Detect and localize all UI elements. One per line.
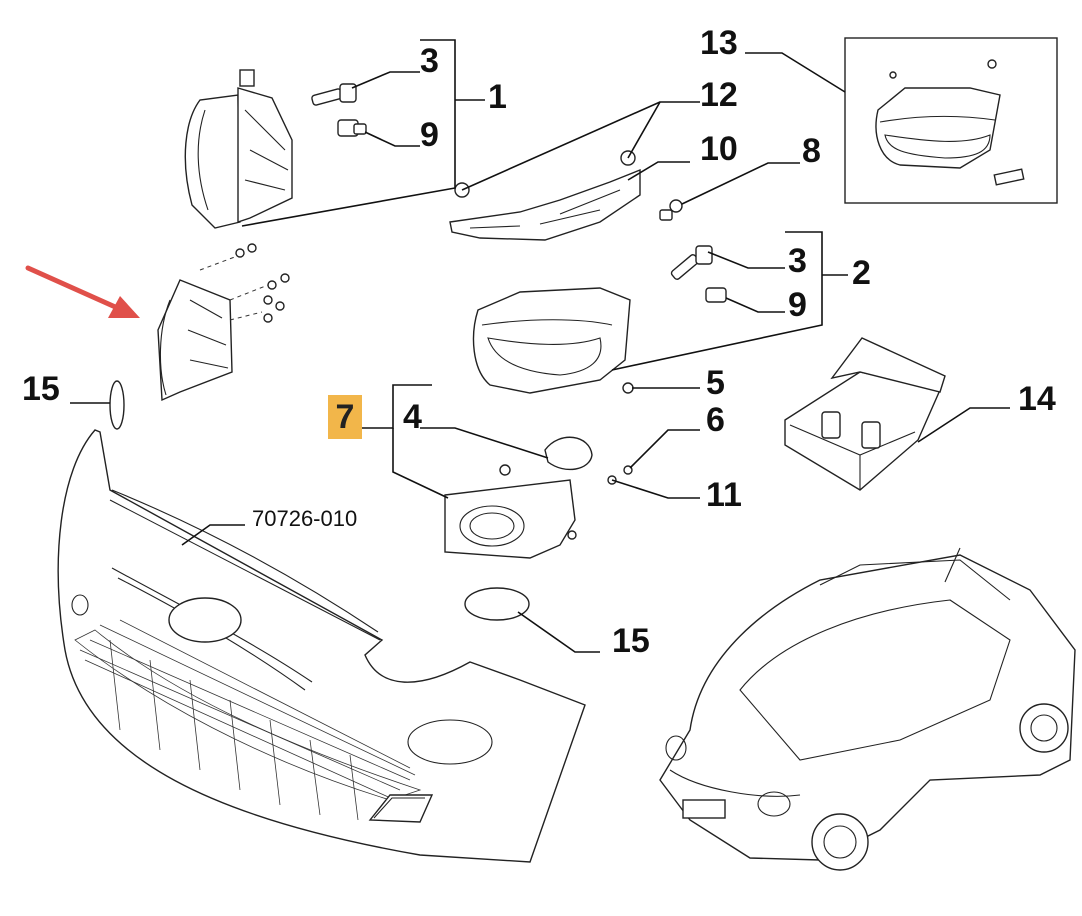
callout-2: 2 bbox=[852, 254, 871, 292]
drl-lamp-assembly bbox=[449, 150, 641, 241]
fog-lamp-assembly bbox=[444, 436, 633, 559]
headlamp-bracket bbox=[157, 243, 290, 402]
callout-1: 1 bbox=[488, 78, 507, 116]
callout-3-right: 3 bbox=[788, 242, 807, 280]
callout-4: 4 bbox=[403, 398, 422, 436]
front-bumper bbox=[57, 429, 586, 863]
bulb-h7-top bbox=[311, 83, 357, 106]
leader-lines bbox=[70, 39, 1010, 653]
callout-13: 13 bbox=[700, 24, 738, 62]
headlamp-kit-panel bbox=[844, 37, 1058, 204]
bumper-reference-code: 70726-010 bbox=[252, 506, 358, 531]
o-ring-right bbox=[464, 587, 530, 621]
callout-3-top: 3 bbox=[420, 42, 439, 80]
left-headlamp-assembly bbox=[184, 69, 293, 229]
callout-8: 8 bbox=[802, 132, 821, 170]
bulb-kit-box bbox=[784, 337, 946, 491]
car-illustration bbox=[659, 547, 1076, 871]
callout-6: 6 bbox=[706, 401, 725, 439]
callout-15-right: 15 bbox=[612, 622, 650, 660]
bulb-small-right bbox=[705, 287, 727, 303]
callout-5: 5 bbox=[706, 364, 725, 402]
callout-15-left: 15 bbox=[22, 370, 60, 408]
callout-14: 14 bbox=[1018, 380, 1056, 418]
bulb-small-top bbox=[337, 119, 367, 137]
bulb-h7-right bbox=[670, 245, 713, 280]
callout-10: 10 bbox=[700, 130, 738, 168]
callout-7-highlighted[interactable]: 7 bbox=[328, 395, 362, 439]
red-pointer-arrow bbox=[25, 265, 140, 318]
callout-11: 11 bbox=[706, 476, 742, 514]
callout-9-top: 9 bbox=[420, 116, 439, 154]
callout-12: 12 bbox=[700, 76, 738, 114]
callout-9-right: 9 bbox=[788, 286, 807, 324]
screw-8 bbox=[659, 199, 683, 221]
o-ring-left bbox=[109, 380, 125, 430]
right-headlamp-assembly bbox=[472, 287, 634, 394]
